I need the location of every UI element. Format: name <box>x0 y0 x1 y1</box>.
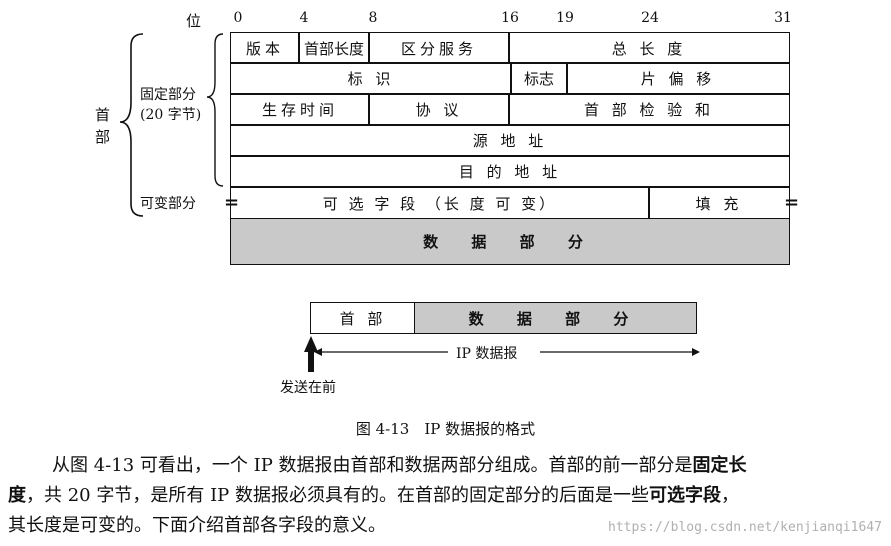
send-first-label: 发送在前 <box>280 380 336 396</box>
field-destination-address: 目 的 地 址 <box>230 155 790 188</box>
paragraph-bold-options: 可选字段 <box>649 485 722 506</box>
paragraph-line-3-text: 其长度是可变的。下面介绍首部各字段的意义。 <box>8 515 386 536</box>
field-protocol: 协 议 <box>368 93 510 126</box>
field-fragment-offset-label: 片 偏 移 <box>640 70 716 88</box>
bit-position-4: 4 <box>299 10 309 26</box>
field-fragment-offset: 片 偏 移 <box>566 62 790 95</box>
bit-position-31: 31 <box>774 10 792 26</box>
field-flags-label: 标志 <box>523 70 554 88</box>
field-identification: 标 识 <box>230 62 512 95</box>
datagram-data-label: 数 据 部 分 <box>468 309 643 328</box>
watermark: https://blog.csdn.net/kenjianqi1647 <box>608 520 882 535</box>
bit-position-0: 0 <box>233 10 243 26</box>
datagram-header-label: 首 部 <box>339 309 387 328</box>
field-checksum-label: 首 部 检 验 和 <box>583 101 715 119</box>
field-version: 版本 <box>230 32 300 64</box>
field-header-length: 首部长度 <box>298 32 370 64</box>
paragraph-line-2-text: ，共 20 字节，是所有 IP 数据报必须具有的。在首部的固定部分的后面是一些 <box>26 485 650 506</box>
datagram-data-box: 数 据 部 分 <box>414 302 697 334</box>
field-total-length: 总 长 度 <box>508 32 790 64</box>
field-ttl-label: 生存时间 <box>261 101 338 119</box>
field-source-address: 源 地 址 <box>230 124 790 157</box>
datagram-arrow-label: IP 数据报 <box>456 346 518 362</box>
field-flags: 标志 <box>510 62 568 95</box>
field-tos: 区分服务 <box>368 32 510 64</box>
variable-part-label: 可变部分 <box>140 196 196 212</box>
edge-mark-right: = <box>784 192 800 213</box>
paragraph-line-2-end: ， <box>721 485 740 506</box>
figure-caption: 图 4-13 IP 数据报的格式 <box>355 420 536 438</box>
field-tos-label: 区分服务 <box>400 39 477 58</box>
field-options-label: 可 选 字 段 （长 度 可 变） <box>322 194 558 213</box>
paragraph-line-3: 其长度是可变的。下面介绍首部各字段的意义。 <box>8 511 386 541</box>
field-padding-label: 填 充 <box>695 194 743 213</box>
field-data: 数 据 部 分 <box>230 218 790 265</box>
field-checksum: 首 部 检 验 和 <box>508 93 790 126</box>
field-version-label: 版本 <box>245 39 284 58</box>
paragraph-line-2: 度，共 20 字节，是所有 IP 数据报必须具有的。在首部的固定部分的后面是一些… <box>8 481 739 511</box>
paragraph-line-1-text: 从图 4-13 可看出，一个 IP 数据报由首部和数据两部分组成。首部的前一部分… <box>52 455 693 476</box>
edge-mark-left: = <box>224 192 240 213</box>
field-source-address-label: 源 地 址 <box>472 132 548 150</box>
bit-label: 位 <box>186 12 202 30</box>
bit-position-16: 16 <box>501 10 519 26</box>
paragraph-bold-length: 度 <box>8 485 26 506</box>
header-side-label: 首 部 <box>95 106 111 146</box>
field-identification-label: 标 识 <box>347 70 395 88</box>
field-protocol-label: 协 议 <box>415 101 463 119</box>
bit-position-8: 8 <box>368 10 378 26</box>
field-header-length-label: 首部长度 <box>303 39 364 58</box>
paragraph-bold-fixed: 固定长 <box>692 455 747 476</box>
fixed-part-label: 固定部分 (20 字节) <box>140 87 202 123</box>
field-destination-address-label: 目 的 地 址 <box>458 163 562 181</box>
field-data-label: 数 据 部 分 <box>423 233 597 251</box>
bit-position-19: 19 <box>556 10 574 26</box>
paragraph-line-1: 从图 4-13 可看出，一个 IP 数据报由首部和数据两部分组成。首部的前一部分… <box>52 451 747 481</box>
bit-position-24: 24 <box>641 10 659 26</box>
field-ttl: 生存时间 <box>230 93 370 126</box>
field-total-length-label: 总 长 度 <box>611 39 687 58</box>
